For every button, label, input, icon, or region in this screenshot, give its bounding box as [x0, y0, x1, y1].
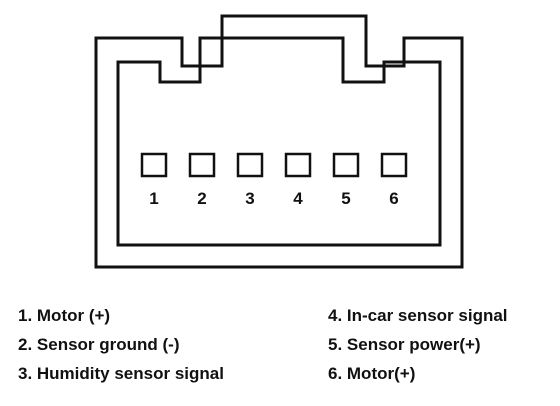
pin-number: 2 — [197, 189, 206, 208]
pin-terminal — [380, 152, 408, 178]
pin-number: 4 — [293, 189, 303, 208]
pin-terminal — [332, 152, 360, 178]
pin-1: 1 — [140, 152, 168, 208]
legend-item-pin-2: 2. Sensor ground (-) — [18, 335, 180, 354]
legend-item-pin-1: 1. Motor (+) — [18, 306, 111, 325]
pin-number: 6 — [389, 189, 398, 208]
legend-item-pin-3: 3. Humidity sensor signal — [18, 364, 224, 383]
pin-number: 5 — [341, 189, 350, 208]
legend-item-pin-6: 6. Motor(+) — [328, 364, 416, 383]
connector-inner-housing — [116, 36, 442, 247]
pin-6: 6 — [380, 152, 408, 208]
connector-outer-housing — [94, 14, 464, 269]
pin-terminal — [236, 152, 264, 178]
pin-number: 1 — [149, 189, 158, 208]
pin-terminal — [188, 152, 216, 178]
legend-item-pin-5: 5. Sensor power(+) — [328, 335, 481, 354]
pin-2: 2 — [188, 152, 216, 208]
pin-4: 4 — [284, 152, 312, 208]
pin-5: 5 — [332, 152, 360, 208]
pin-terminal — [284, 152, 312, 178]
pin-3: 3 — [236, 152, 264, 208]
legend-item-pin-4: 4. In-car sensor signal — [328, 306, 508, 325]
pin-number: 3 — [245, 189, 254, 208]
pin-terminal — [140, 152, 168, 178]
